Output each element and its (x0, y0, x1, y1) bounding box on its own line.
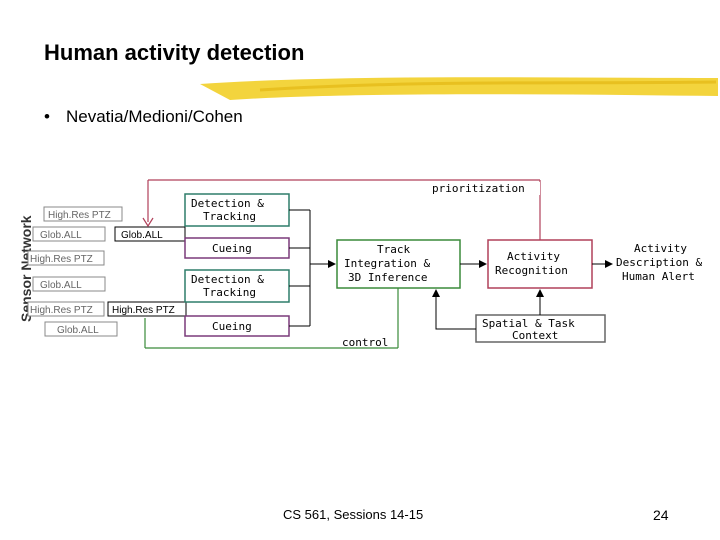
detection-tracking-box (184, 193, 290, 227)
activity-detection-diagram: Sensor Network High.Res PTZ Glob.ALL Hig… (18, 179, 702, 349)
highlighter-underline (200, 77, 718, 100)
prioritization-label: prioritization (432, 182, 525, 195)
output-text: Description & (616, 256, 702, 269)
output-text: Human Alert (622, 270, 695, 283)
box-text: Spatial & Task (482, 317, 575, 330)
box-text: Context (512, 329, 558, 342)
sensor-label: High.Res PTZ (48, 210, 111, 221)
box-text: Detection & (191, 197, 264, 210)
box-text: Activity (507, 250, 560, 263)
sensor-label: Glob.ALL (40, 280, 82, 291)
sensor-label: Glob.ALL (57, 325, 99, 336)
slide-title: Human activity detection (44, 40, 305, 65)
box-text: Detection & (191, 273, 264, 286)
box-text: Integration & (344, 257, 430, 270)
prioritization-arrowhead (142, 217, 154, 228)
bullet-item: Nevatia/Medioni/Cohen (66, 107, 243, 126)
sensor-label: High.Res PTZ (30, 305, 93, 316)
control-loop (144, 288, 399, 349)
activity-recognition-box (487, 239, 593, 289)
connector-lines (289, 209, 613, 330)
box-text: Cueing (212, 242, 252, 255)
sensor-label: High.Res PTZ (30, 254, 93, 265)
box-text: Recognition (495, 264, 568, 277)
sensor-glob-mid: Glob.ALL (121, 230, 163, 241)
page-number: 24 (653, 507, 669, 523)
box-text: Tracking (203, 286, 256, 299)
sensor-label: Glob.ALL (40, 230, 82, 241)
output-text: Activity (634, 242, 687, 255)
box-text: Track (377, 243, 410, 256)
bullet-dot: • (44, 107, 50, 126)
control-label: control (342, 336, 388, 349)
box-text: Tracking (203, 210, 256, 223)
bullet-list: • Nevatia/Medioni/Cohen (44, 107, 243, 127)
sensor-highres-mid: High.Res PTZ (112, 305, 175, 316)
footer-course: CS 561, Sessions 14-15 (283, 507, 424, 522)
sensor-network-label: Sensor Network (18, 215, 34, 322)
box-text: 3D Inference (348, 271, 427, 284)
box-text: Cueing (212, 320, 252, 333)
